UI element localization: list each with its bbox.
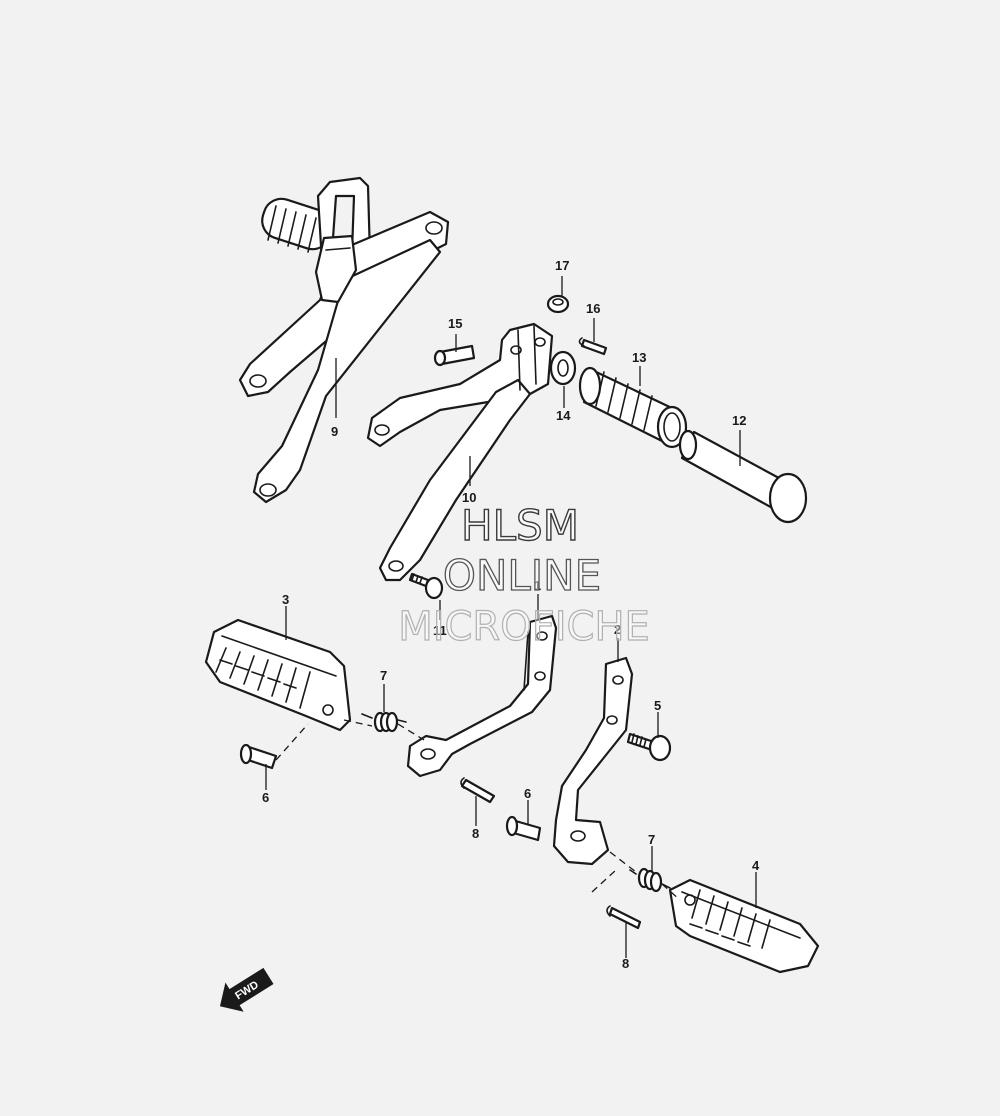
callout-13: 13 [632, 350, 646, 365]
callout-6-left: 6 [262, 790, 269, 805]
callout-8-right: 8 [622, 956, 629, 971]
callout-1: 1 [534, 578, 541, 593]
callout-5: 5 [654, 698, 661, 713]
callout-2: 2 [614, 622, 621, 637]
callout-8-left: 8 [472, 826, 479, 841]
part-17-nut[interactable] [546, 294, 570, 314]
callout-16: 16 [586, 301, 600, 316]
watermark-line-1: HLSM [461, 501, 579, 550]
callout-6-right: 6 [524, 786, 531, 801]
part-7-spring-right[interactable] [629, 867, 671, 893]
callout-labels: 9 10 17 16 15 13 14 12 11 3 7 6 8 1 2 5 … [262, 258, 760, 971]
callout-10: 10 [462, 490, 476, 505]
part-15-pin[interactable] [433, 344, 476, 367]
part-7-spring-left[interactable] [361, 711, 407, 733]
watermark: HLSM ONLINE MICROFICHE [398, 500, 651, 650]
part-14-washer[interactable] [549, 350, 577, 386]
callout-14: 14 [556, 408, 571, 423]
part-6-pin-left[interactable] [239, 743, 278, 770]
part-1-bracket-left[interactable] [406, 614, 558, 778]
part-16-cotter-pin[interactable] [578, 337, 608, 356]
callout-3: 3 [282, 592, 289, 607]
callout-7-left: 7 [380, 668, 387, 683]
part-10-front-bracket[interactable] [366, 322, 554, 582]
part-8-cotter-pin-right[interactable] [606, 905, 642, 930]
callout-15: 15 [448, 316, 462, 331]
part-6-pin-right[interactable] [505, 815, 542, 842]
callout-4: 4 [752, 858, 760, 873]
watermark-line-2: ONLINE [443, 551, 601, 600]
part-4-footrest-right[interactable] [668, 878, 820, 974]
part-11-bolt[interactable] [408, 572, 444, 600]
callout-17: 17 [555, 258, 569, 273]
part-8-cotter-pin-left[interactable] [460, 777, 496, 804]
part-12-shaft[interactable] [678, 429, 808, 524]
part-9-rear-bracket[interactable] [238, 176, 450, 504]
callout-7-right: 7 [648, 832, 655, 847]
callout-9: 9 [331, 424, 338, 439]
callout-12: 12 [732, 413, 746, 428]
callout-11: 11 [433, 623, 447, 638]
part-3-footrest-left[interactable] [204, 618, 352, 732]
fwd-direction-indicator: FWD [219, 967, 274, 1012]
part-13-grip-rubber[interactable] [578, 366, 688, 449]
leader-lines [265, 276, 757, 958]
part-2-bracket-right[interactable] [552, 656, 634, 866]
watermark-line-3: MICROFICHE [398, 604, 650, 650]
fwd-arrow-icon [219, 967, 274, 1012]
part-5-bolt[interactable] [626, 732, 672, 762]
